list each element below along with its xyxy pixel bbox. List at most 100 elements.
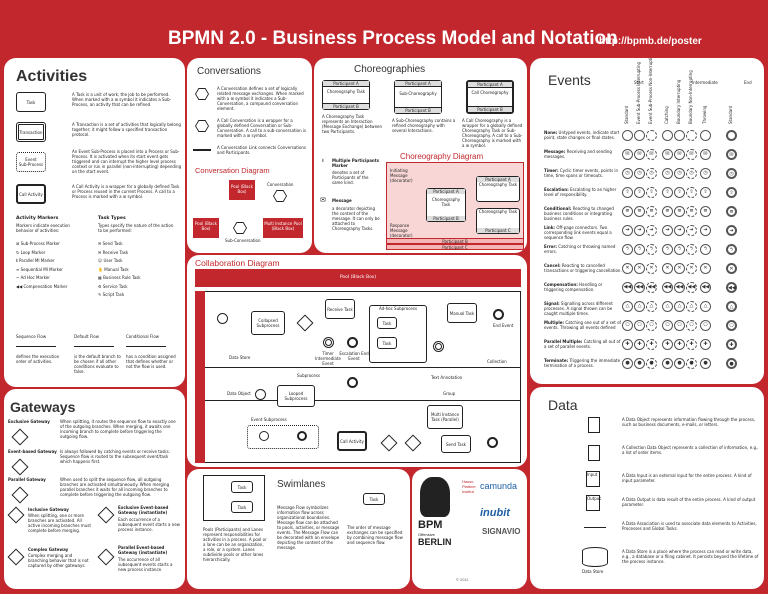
event-symbol: ≣	[634, 206, 645, 217]
event-row-desc: Error: Catching or throwing named errors…	[544, 244, 622, 254]
event-symbol: ✉	[726, 149, 737, 160]
event-row-name: Terminate:	[544, 358, 569, 363]
sequence-flow-desc: defines the execution order of activitie…	[16, 354, 60, 364]
event-subprocess-box	[247, 425, 319, 449]
event-symbol: △	[634, 301, 645, 312]
event-symbol: ≣	[686, 206, 697, 217]
header-bar	[0, 0, 768, 56]
call-choreo-desc: A Call Choreography is a wrapper for a g…	[462, 118, 523, 148]
call-choreo-shape: Participant A Call Choreography Particip…	[466, 80, 514, 114]
event-symbol: ⇧	[686, 187, 697, 198]
bpm-logo-berlin: BERLIN	[418, 537, 452, 547]
event-row-desc: Parallel Multiple: Catching all out of a…	[544, 339, 622, 349]
event-symbol: ➔	[634, 225, 645, 236]
conversations-title: Conversations	[197, 66, 261, 77]
data-object-desc: A Data Object represents information flo…	[622, 417, 756, 427]
event-row-text: Cyclic timer events, points in time, tim…	[544, 168, 619, 178]
event-symbol: ✉	[674, 149, 685, 160]
mi-marker-icon: ⦀	[322, 158, 324, 163]
bear-logo	[420, 477, 450, 517]
subprocess-label: Subprocess	[297, 373, 320, 378]
event-symbol: ➔	[662, 225, 673, 236]
camunda-logo: camunda	[480, 481, 518, 491]
inclusive-gateway-icon	[7, 506, 25, 524]
pool-black-box-left-label: Pool (Black Box)	[195, 221, 217, 231]
parallel-event-gateway-icon	[97, 548, 115, 566]
event-symbol: ϟ	[662, 244, 673, 255]
event-symbol: ✕	[700, 263, 711, 274]
event-symbol: ◀◀	[662, 282, 673, 293]
event-symbol: ✚	[700, 339, 711, 350]
event-symbol: ●	[634, 358, 645, 369]
event-row-name: Signal:	[544, 301, 560, 306]
pool-white-box-text: Pool (White Box)	[207, 360, 213, 395]
parallel-event-gateway-label: Parallel Event-based Gateway (instantiat…	[118, 545, 168, 555]
conversation-desc: A Conversation defines a set of logicall…	[217, 86, 304, 111]
transaction-shape: Transaction	[16, 122, 46, 142]
event-symbol: △	[662, 301, 673, 312]
group-intermediate: Intermediate	[692, 80, 718, 85]
event-symbol: ✚	[662, 339, 673, 350]
event-symbol: ●	[700, 358, 711, 369]
event-symbol: ◀◀	[700, 282, 711, 293]
call-activity-desc: A Call Activity is a wrapper for a globa…	[72, 184, 180, 199]
event-row-text: Triggering the immediate termination of …	[544, 358, 621, 368]
event-symbol: ◀◀	[646, 282, 657, 293]
event-symbol: ◷	[674, 168, 685, 179]
adhoc-marker: ~ Ad Hoc Marker	[16, 275, 50, 280]
adhoc-task-1: Task	[377, 317, 397, 329]
group-end: End	[744, 80, 752, 85]
events-title: Events	[548, 72, 591, 88]
event-column-header: Catching	[664, 106, 669, 124]
collection-label: Collection	[487, 359, 507, 364]
hpi-logo: Hasso Plattner Institut	[462, 479, 476, 494]
data-store-desc: A Data Store is a place where the proces…	[622, 549, 759, 564]
event-symbol: ≣	[726, 206, 737, 217]
sub-choreo-desc: A Sub-Choreography contains a refined ch…	[392, 118, 456, 133]
event-row-text: Off-page connectors. Two corresponding l…	[544, 225, 612, 240]
event-symbol: ◷	[700, 168, 711, 179]
activities-title: Activities	[16, 68, 88, 85]
event-row-name: Cancel:	[544, 263, 561, 268]
event-symbol: ✚	[726, 339, 737, 350]
event-symbol: ⇧	[662, 187, 673, 198]
event-symbol: ✕	[646, 263, 657, 274]
signal-end-event	[347, 377, 358, 388]
event-symbol: ✕	[634, 263, 645, 274]
receive-task: Receive Task	[325, 299, 355, 319]
sub-conversation-label: Sub-Conversation	[225, 238, 261, 243]
conversation-icon	[195, 88, 209, 100]
call-conversation-desc: A Call Conversation is a wrapper for a g…	[217, 118, 307, 138]
user-task-type: ☺ User Task	[98, 258, 123, 263]
adhoc-task-2: Task	[377, 337, 397, 349]
message-end-event	[487, 437, 498, 448]
pool-white-box-label	[195, 291, 205, 463]
exclusive-event-gateway-desc: Each occurrence of a subsequent event st…	[118, 517, 180, 532]
initiating-message-label: Initiating Message (decorator)	[390, 168, 413, 183]
event-based-gateway-icon	[11, 458, 29, 476]
event-symbol: ⬠	[662, 320, 673, 331]
pools-lanes-desc: Pools (Participants) and Lanes represent…	[203, 527, 267, 562]
event-symbol: ✚	[646, 339, 657, 350]
parallel-gateway-label: Parallel Gateway	[8, 477, 46, 482]
collection-icon	[588, 445, 600, 461]
poster-url[interactable]: http://bpmb.de/poster	[599, 36, 702, 47]
event-symbol: ≣	[646, 206, 657, 217]
event-symbol: ≣	[674, 206, 685, 217]
parallel-mi-marker: ⦀ Parallel MI Marker	[16, 258, 55, 263]
call-activity-shape: Call Activity	[16, 184, 46, 204]
event-symbol: ◷	[622, 168, 633, 179]
participant-b-band: Participant B	[386, 238, 524, 244]
sequential-mi-marker: ≡ Sequential MI Marker	[16, 266, 63, 272]
bpm-logo-bpm: BPM	[418, 519, 443, 531]
response-message-label: Response Message (decorator)	[390, 223, 413, 238]
event-row-name: Parallel Multiple:	[544, 339, 583, 344]
gateways-panel: Gateways Exclusive Gateway When splittin…	[4, 389, 185, 589]
event-row-name: None:	[544, 130, 558, 135]
data-object-icon	[588, 417, 600, 433]
event-symbol: ◷	[726, 168, 737, 179]
exclusive-event-gateway-icon	[97, 506, 115, 524]
event-symbol	[622, 130, 633, 141]
event-row-desc: Signal: Signalling across different proc…	[544, 301, 622, 316]
event-symbol	[662, 130, 673, 141]
